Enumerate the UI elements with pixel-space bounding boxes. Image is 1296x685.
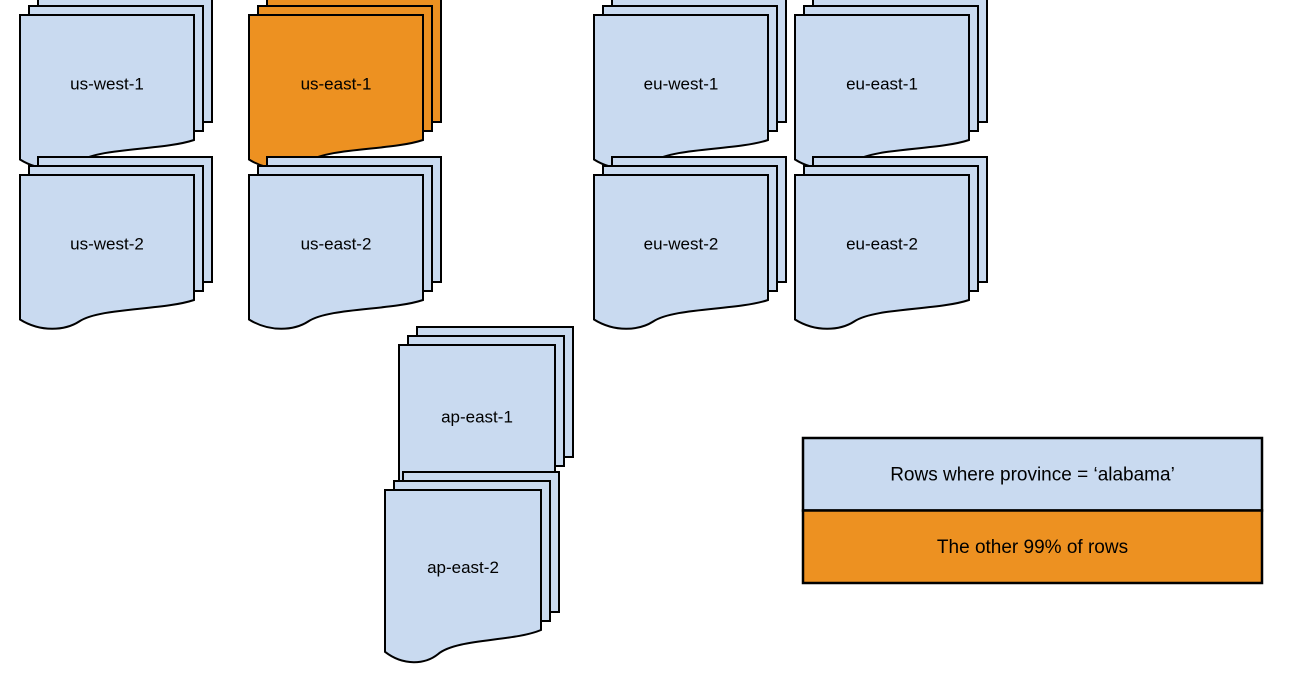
stack-label-eu-east-2: eu-east-2 (846, 234, 918, 253)
stack-label-us-east-2: us-east-2 (301, 234, 372, 253)
document-stack-us-east-1[interactable]: us-east-1 (248, 0, 442, 170)
document-stack-us-west-2[interactable]: us-west-2 (19, 156, 213, 330)
stack-label-ap-east-2: ap-east-2 (427, 558, 499, 577)
document-stack-eu-west-1[interactable]: eu-west-1 (593, 0, 787, 170)
document-stack-us-west-1[interactable]: us-west-1 (19, 0, 213, 170)
stack-label-eu-east-1: eu-east-1 (846, 74, 918, 93)
document-stack-ap-east-1[interactable]: ap-east-1 (398, 326, 574, 506)
legend-row-matching-text: Rows where province = ‘alabama’ (890, 464, 1175, 485)
stack-sheet-front (794, 174, 970, 330)
stack-label-eu-west-1: eu-west-1 (644, 74, 719, 93)
legend: Rows where province = ‘alabama’ The other… (801, 436, 1264, 585)
stack-sheet-front (593, 174, 769, 330)
stack-sheet-front (384, 489, 542, 664)
legend-row-matching-swatch (801, 436, 1264, 512)
document-stack-eu-east-1[interactable]: eu-east-1 (794, 0, 988, 170)
stack-label-eu-west-2: eu-west-2 (644, 234, 719, 253)
legend-row-other-text: The other 99% of rows (937, 537, 1128, 558)
document-stack-eu-east-2[interactable]: eu-east-2 (794, 156, 988, 330)
stack-label-ap-east-1: ap-east-1 (441, 407, 513, 426)
document-stack-us-east-2[interactable]: us-east-2 (248, 156, 442, 330)
stack-label-us-west-1: us-west-1 (70, 74, 144, 93)
stack-sheet-front (248, 174, 424, 330)
stack-sheet-front (19, 174, 195, 330)
stack-label-us-west-2: us-west-2 (70, 234, 144, 253)
document-stack-eu-west-2[interactable]: eu-west-2 (593, 156, 787, 330)
legend-row-other-swatch (801, 509, 1264, 585)
stack-label-us-east-1: us-east-1 (301, 74, 372, 93)
document-stack-ap-east-2[interactable]: ap-east-2 (384, 471, 560, 664)
